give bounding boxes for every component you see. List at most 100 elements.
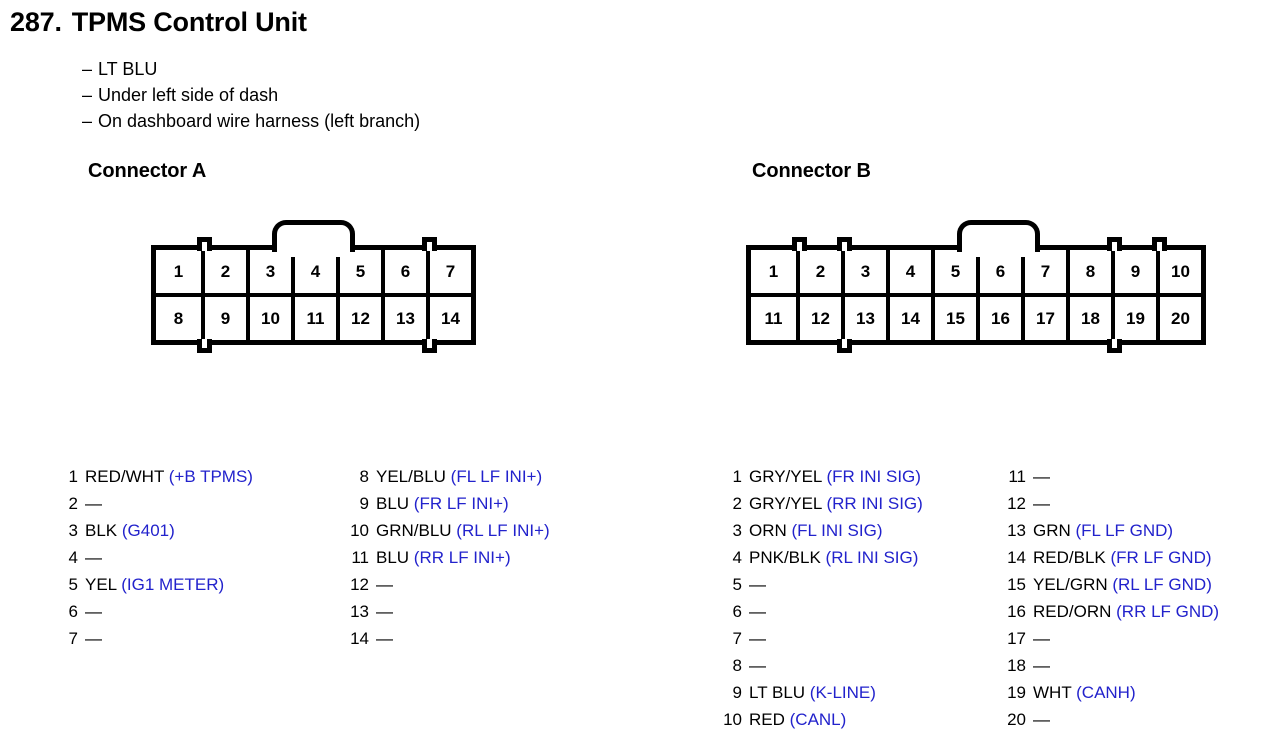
pin-entry: 13— [347, 598, 550, 625]
pin-entry: 18— [1004, 652, 1219, 679]
notes-list: –LT BLU–Under left side of dash–On dashb… [82, 56, 420, 134]
connector-b-pin-cell-17: 17 [1021, 297, 1066, 340]
pin-wire-color: YEL [85, 575, 117, 594]
pin-signal-name: (K-LINE) [805, 683, 876, 702]
pin-signal-name: (RL INI SIG) [820, 548, 919, 567]
connector-a-pin-cell-12: 12 [336, 297, 381, 340]
pin-wire-color: — [85, 602, 102, 621]
page-title-text: TPMS Control Unit [71, 7, 307, 37]
pin-number: 3 [732, 521, 742, 540]
pin-wire-color: RED/BLK [1033, 548, 1106, 567]
note-text: LT BLU [98, 59, 158, 79]
pin-entry: 7— [56, 625, 253, 652]
connector-b-pin-cell-2: 2 [796, 250, 841, 293]
connector-b-notch-bottom-2 [1107, 339, 1122, 353]
pin-number: 7 [732, 629, 742, 648]
pin-wire-color: — [1033, 710, 1050, 729]
connector-b-pin-cell-6: 6 [976, 250, 1021, 293]
pin-entry: 5 YEL (IG1 METER) [56, 571, 253, 598]
pin-entry: 1 GRY/YEL (FR INI SIG) [720, 463, 923, 490]
pin-wire-color: GRY/YEL [749, 467, 822, 486]
note-line: –LT BLU [82, 56, 420, 82]
pin-entry: 8— [720, 652, 923, 679]
connector-a-pin-cell-10: 10 [246, 297, 291, 340]
connector-a-latch-tab [272, 220, 355, 257]
pin-number: 8 [359, 467, 369, 486]
connector-b-pin-cell-14: 14 [886, 297, 931, 340]
pin-number: 11 [351, 548, 369, 567]
pin-wire-color: — [85, 629, 102, 648]
pin-signal-name: (FR LF GND) [1105, 548, 1212, 567]
pin-wire-color: — [749, 656, 766, 675]
pin-wire-color: — [749, 602, 766, 621]
pin-wire-color: — [376, 629, 393, 648]
pin-number: 9 [732, 683, 742, 702]
connector-b-pin-cell-12: 12 [796, 297, 841, 340]
pin-number: 14 [1007, 548, 1026, 567]
pin-number: 20 [1007, 710, 1026, 729]
pin-wire-color: GRY/YEL [749, 494, 822, 513]
pin-number: 15 [1007, 575, 1026, 594]
pin-number: 13 [1007, 521, 1026, 540]
pin-signal-name: (RR INI SIG) [821, 494, 923, 513]
connector-a-pin-cell-8: 8 [156, 297, 201, 340]
pin-number: 5 [68, 575, 78, 594]
pin-wire-color: — [1033, 494, 1050, 513]
pin-wire-color: RED/ORN [1033, 602, 1112, 621]
pin-wire-color: RED/WHT [85, 467, 165, 486]
connector-a-pin-cell-2: 2 [201, 250, 246, 293]
pin-wire-color: — [1033, 656, 1050, 675]
note-dash: – [82, 85, 93, 105]
connector-a-pin-cell-4: 4 [291, 250, 336, 293]
connector-b-pin-cell-5: 5 [931, 250, 976, 293]
connector-b-pin-cell-19: 19 [1111, 297, 1156, 340]
pin-entry: 14 RED/BLK (FR LF GND) [1004, 544, 1219, 571]
pin-number: 1 [732, 467, 742, 486]
pin-number: 12 [350, 575, 369, 594]
connector-b-pin-cell-15: 15 [931, 297, 976, 340]
pin-signal-name: (IG1 METER) [116, 575, 225, 594]
pin-signal-name: (RR LF GND) [1111, 602, 1220, 621]
pin-entry: 4— [56, 544, 253, 571]
pin-signal-name: (FR INI SIG) [821, 467, 921, 486]
connector-b-pin-cell-7: 7 [1021, 250, 1066, 293]
pin-number: 10 [350, 521, 369, 540]
pin-entry: 17— [1004, 625, 1219, 652]
connector-a-notch-top-left [197, 237, 212, 251]
pin-wire-color: — [749, 575, 766, 594]
connector-a-pin-cell-7: 7 [426, 250, 471, 293]
pin-number: 4 [68, 548, 78, 567]
pin-number: 17 [1007, 629, 1026, 648]
pin-number: 2 [732, 494, 742, 513]
connector-b-pin-cell-10: 10 [1156, 250, 1201, 293]
pin-entry: 12— [1004, 490, 1219, 517]
pin-entry: 2 GRY/YEL (RR INI SIG) [720, 490, 923, 517]
note-text: Under left side of dash [98, 85, 279, 105]
pin-signal-name: (CANH) [1071, 683, 1136, 702]
pin-signal-name: (FL LF GND) [1070, 521, 1174, 540]
pin-signal-name: (+B TPMS) [164, 467, 253, 486]
connector-a-pin-cell-1: 1 [156, 250, 201, 293]
connector-b-pin-cell-8: 8 [1066, 250, 1111, 293]
pin-signal-name: (FL LF INI+) [445, 467, 543, 486]
pin-number: 6 [732, 602, 742, 621]
pin-number: 13 [350, 602, 369, 621]
pin-entry: 7— [720, 625, 923, 652]
connector-b-pin-cell-9: 9 [1111, 250, 1156, 293]
pin-wire-color: YEL/GRN [1033, 575, 1108, 594]
pin-wire-color: LT BLU [749, 683, 806, 702]
pin-wire-color: RED [749, 710, 785, 729]
pin-number: 7 [68, 629, 78, 648]
pin-wire-color: — [85, 548, 102, 567]
